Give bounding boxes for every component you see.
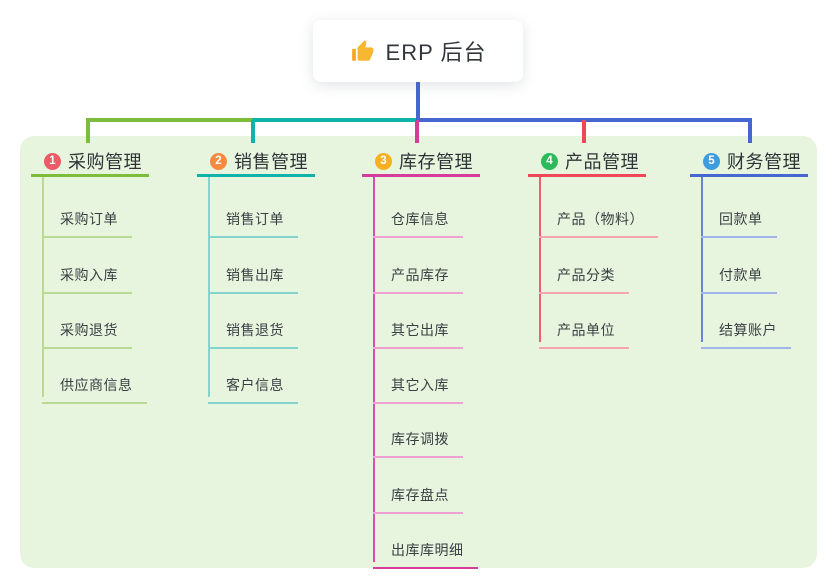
child-node-label: 销售订单	[226, 211, 284, 227]
branch-connector-line	[42, 177, 44, 397]
child-node[interactable]: 出库库明细	[373, 532, 478, 569]
child-node-label: 出库库明细	[391, 542, 464, 558]
child-node[interactable]: 其它出库	[373, 312, 463, 349]
branch-title: 财务管理	[727, 152, 801, 172]
branch-title: 库存管理	[399, 152, 473, 172]
child-node[interactable]: 仓库信息	[373, 201, 463, 238]
child-node[interactable]: 付款单	[701, 257, 777, 294]
child-node-label: 客户信息	[226, 377, 284, 393]
child-node-label: 产品（物料）	[557, 211, 644, 227]
child-node-label: 供应商信息	[60, 377, 133, 393]
drop-line-finance	[748, 120, 752, 143]
branch-inventory: 3 库存管理 仓库信息产品库存其它出库其它入库库存调拨库存盘点出库库明细	[362, 148, 480, 569]
branch-number-badge: 3	[375, 152, 392, 170]
child-node[interactable]: 采购订单	[42, 201, 132, 238]
branch-number-badge: 4	[541, 152, 558, 170]
root-node[interactable]: ERP 后台	[313, 20, 523, 82]
child-node-label: 采购入库	[60, 267, 118, 283]
child-node-label: 产品分类	[557, 267, 615, 283]
branch-node-purchase[interactable]: 1 采购管理	[31, 148, 149, 177]
drop-line-inventory	[415, 120, 419, 143]
child-node[interactable]: 客户信息	[208, 367, 298, 404]
branch-purchase: 1 采购管理 采购订单采购入库采购退货供应商信息	[31, 148, 149, 404]
child-node-label: 销售出库	[226, 267, 284, 283]
child-node-label: 其它入库	[391, 377, 449, 393]
child-node-label: 产品库存	[391, 267, 449, 283]
trunk-line	[416, 82, 420, 120]
branch-sales: 2 销售管理 销售订单销售出库销售退货客户信息	[197, 148, 315, 404]
child-node[interactable]: 结算账户	[701, 312, 791, 349]
drop-line-product	[582, 120, 586, 143]
branch-number-badge: 1	[44, 152, 61, 170]
child-node[interactable]: 销售订单	[208, 201, 298, 238]
child-node[interactable]: 库存调拨	[373, 421, 463, 458]
child-node[interactable]: 库存盘点	[373, 477, 463, 514]
connector-segment-sales	[252, 118, 416, 122]
branch-title: 采购管理	[68, 152, 142, 172]
child-node[interactable]: 供应商信息	[42, 367, 147, 404]
branch-node-sales[interactable]: 2 销售管理	[197, 148, 315, 177]
drop-line-purchase	[86, 120, 90, 143]
branch-node-inventory[interactable]: 3 库存管理	[362, 148, 480, 177]
child-node-label: 采购退货	[60, 322, 118, 338]
child-node[interactable]: 销售出库	[208, 257, 298, 294]
child-node[interactable]: 产品分类	[539, 257, 629, 294]
child-node[interactable]: 销售退货	[208, 312, 298, 349]
background-panel	[20, 136, 817, 568]
branch-title: 销售管理	[234, 152, 308, 172]
child-node[interactable]: 产品库存	[373, 257, 463, 294]
branch-connector-line	[539, 177, 541, 342]
branch-product: 4 产品管理 产品（物料） 产品分类产品单位	[528, 148, 658, 349]
child-node-label: 库存盘点	[391, 487, 449, 503]
branch-number-badge: 5	[703, 152, 720, 170]
root-title: ERP 后台	[385, 40, 487, 65]
branch-number-badge: 2	[210, 152, 227, 170]
branch-node-product[interactable]: 4 产品管理	[528, 148, 646, 177]
branch-finance: 5 财务管理 回款单付款单结算账户	[690, 148, 808, 349]
child-node-label: 其它出库	[391, 322, 449, 338]
child-node-label: 产品单位	[557, 322, 615, 338]
child-node-label: 回款单	[719, 211, 763, 227]
child-node[interactable]: 产品（物料）	[539, 201, 658, 238]
branch-connector-line	[208, 177, 210, 397]
child-node-label: 采购订单	[60, 211, 118, 227]
child-node[interactable]: 采购退货	[42, 312, 132, 349]
child-node[interactable]: 产品单位	[539, 312, 629, 349]
branch-connector-line	[701, 177, 703, 342]
child-node-label: 库存调拨	[391, 431, 449, 447]
child-node[interactable]: 采购入库	[42, 257, 132, 294]
child-node-label: 结算账户	[719, 322, 777, 338]
connector-segment-purchase	[86, 118, 252, 122]
child-node-label: 付款单	[719, 267, 763, 283]
child-node[interactable]: 其它入库	[373, 367, 463, 404]
branch-node-finance[interactable]: 5 财务管理	[690, 148, 808, 177]
thumbs-up-icon	[350, 38, 376, 64]
branch-connector-line	[373, 177, 375, 562]
child-node-label: 销售退货	[226, 322, 284, 338]
child-node-label: 仓库信息	[391, 211, 449, 227]
branch-title: 产品管理	[565, 152, 639, 172]
drop-line-sales	[251, 120, 255, 143]
child-node[interactable]: 回款单	[701, 201, 777, 238]
